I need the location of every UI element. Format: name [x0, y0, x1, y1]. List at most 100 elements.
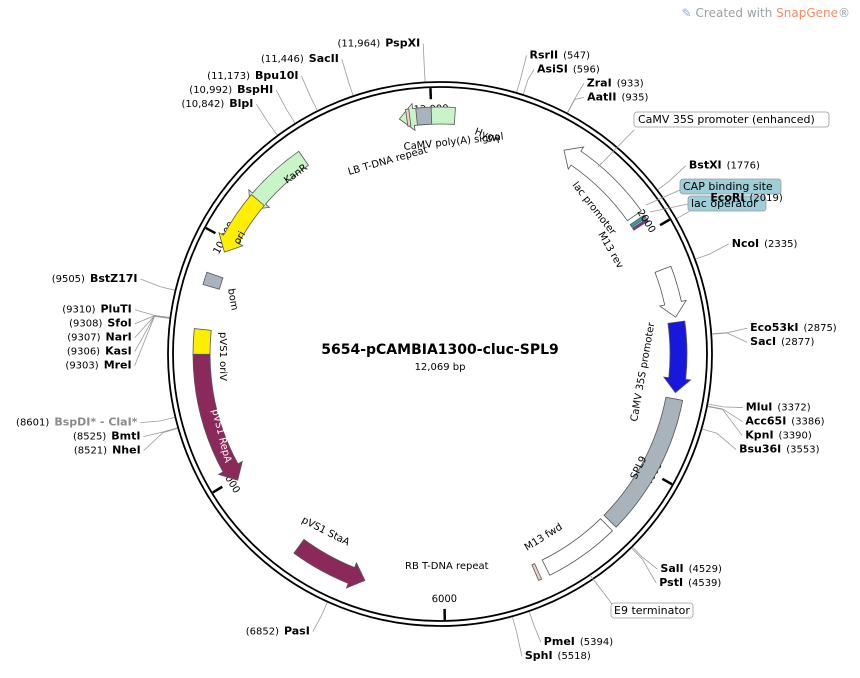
enzyme-leader-line	[134, 315, 170, 366]
enzyme-position: (9505)	[52, 274, 85, 285]
enzyme-leader-line	[134, 315, 170, 338]
map-length: 12,069 bp	[415, 362, 466, 373]
enzyme-position: (8525)	[73, 432, 106, 443]
enzyme-label[interactable]: PstI(4539)	[659, 576, 721, 589]
feature-lac-operator[interactable]	[629, 214, 647, 228]
enzyme-label[interactable]: ZraI(933)	[587, 76, 644, 89]
enzyme-position: (5518)	[558, 651, 591, 662]
enzyme-name: BlpI	[229, 97, 253, 110]
enzyme-label[interactable]: (8521) NheI	[74, 444, 141, 457]
enzyme-position: (9310)	[62, 305, 95, 316]
feature-pvs1-staa[interactable]	[293, 538, 366, 589]
enzyme-label[interactable]: Eco53kI (2875)	[750, 321, 837, 334]
enzyme-label[interactable]: SalI(4529)	[660, 562, 722, 575]
callout-lac-operator: lac operator	[649, 195, 767, 213]
enzyme-position: (9308)	[69, 319, 102, 330]
feature-bom[interactable]	[202, 271, 224, 290]
enzyme-label[interactable]: AsiSI(596)	[537, 62, 600, 75]
label-camv35s: CaMV 35S promoter	[629, 321, 657, 423]
enzyme-leader-line	[695, 243, 729, 260]
enzyme-leader-line	[134, 315, 170, 352]
tick-mark	[205, 226, 217, 235]
enzyme-leader-line	[631, 548, 657, 584]
enzyme-name: AsiSI	[537, 62, 568, 75]
feature-rb-t-dna-repeat[interactable]	[531, 563, 543, 581]
enzyme-leader-line	[422, 43, 426, 82]
enzyme-name: RsrII	[530, 48, 559, 61]
feature-ori[interactable]	[218, 193, 265, 253]
enzyme-label[interactable]: MluI(3372)	[746, 401, 811, 414]
enzyme-label[interactable]: Acc65I (3386)	[745, 415, 824, 428]
enzyme-name: Bsu36I	[739, 443, 781, 456]
enzyme-label[interactable]: (10,992)BspHI	[189, 83, 273, 96]
feature-lb-t-dna-repeat[interactable]	[405, 108, 412, 127]
enzyme-label[interactable]: (10,842)BlpI	[181, 97, 253, 110]
tick-mark	[661, 477, 673, 486]
enzyme-label[interactable]: (8601)BspDI* - ClaI*	[16, 416, 138, 429]
enzyme-label[interactable]: (11,173)Bpu10I	[207, 69, 298, 82]
feature-m13-fwd[interactable]	[541, 518, 614, 576]
label-bom: bom	[225, 288, 240, 312]
enzyme-label[interactable]: EcoRI(2019)	[710, 191, 783, 204]
enzyme-label[interactable]: (11,964)PspXI	[338, 36, 421, 49]
credit-brand: SnapGene	[776, 6, 838, 20]
feature-kanr[interactable]	[248, 150, 310, 211]
enzyme-name: BstXI	[689, 159, 722, 172]
feature-camv-poly-a-signal[interactable]	[415, 106, 433, 126]
enzyme-label[interactable]: (9306)KasI	[67, 345, 132, 358]
enzyme-label[interactable]: KpnI(3390)	[745, 429, 812, 442]
enzyme-leader-line	[522, 69, 535, 95]
enzyme-label[interactable]: NcoI(2335)	[732, 237, 798, 250]
feature-lac-promoter[interactable]	[563, 146, 642, 222]
enzyme-label[interactable]: PmeI(5394)	[544, 635, 613, 648]
enzyme-name: SalI	[660, 562, 683, 575]
label-rb: RB T-DNA repeat	[405, 561, 489, 572]
feature-cluc[interactable]	[662, 320, 692, 394]
enzyme-position: (11,446)	[261, 54, 304, 65]
enzyme-name: Acc65I	[745, 415, 786, 428]
enzyme-position: (3553)	[786, 445, 819, 456]
enzyme-label[interactable]: Bsu36I (3553)	[739, 443, 820, 456]
enzyme-name: AatII	[587, 90, 616, 103]
enzyme-name: BspHI	[237, 83, 273, 96]
enzyme-position: (3372)	[777, 403, 810, 414]
enzyme-label[interactable]: BstXI(1776)	[689, 159, 760, 172]
enzyme-name: Eco53kI	[750, 321, 798, 334]
callout-camv35s-enhanced: CaMV 35S promoter (enhanced)	[597, 111, 830, 168]
enzyme-name: KasI	[105, 345, 132, 358]
enzyme-name: PluTI	[101, 303, 132, 316]
feature-camv-35s-promoter[interactable]	[654, 265, 688, 318]
enzyme-position: (8521)	[74, 446, 107, 457]
enzyme-label[interactable]: (6852)PasI	[246, 625, 310, 638]
enzyme-label[interactable]: (9308)SfoI	[69, 317, 132, 330]
enzyme-position: (3386)	[791, 417, 824, 428]
feature-pvs1-repa[interactable]	[192, 353, 243, 481]
enzyme-position: (2875)	[803, 323, 836, 334]
enzyme-label[interactable]: (11,446)SacII	[261, 52, 339, 65]
feature-m13-rev[interactable]	[631, 218, 649, 231]
enzyme-label[interactable]: (9307)NarI	[67, 331, 131, 344]
enzyme-position: (2877)	[781, 337, 814, 348]
enzyme-label[interactable]: SphI(5518)	[525, 649, 591, 662]
enzyme-label[interactable]: (9310) PluTI	[62, 303, 132, 316]
enzyme-name: PasI	[284, 625, 310, 638]
enzyme-leader-line	[712, 327, 748, 335]
enzyme-name: NheI	[112, 444, 141, 457]
enzyme-label[interactable]: RsrII(547)	[530, 48, 591, 61]
callout-e9-terminator-text: E9 terminator	[614, 604, 690, 617]
enzyme-label[interactable]: AatII(935)	[587, 90, 648, 103]
enzyme-name: EcoRI	[710, 191, 744, 204]
feature-pvs1-oriv[interactable]	[192, 328, 212, 355]
enzyme-label[interactable]: (9505)BstZ17I	[52, 272, 138, 285]
enzyme-leader-line	[516, 55, 527, 93]
callout-cap-binding-site-text: CAP binding site	[683, 180, 773, 193]
feature-spl9[interactable]	[603, 396, 684, 528]
enzyme-label[interactable]: SacI(2877)	[750, 335, 814, 348]
tick-mark	[659, 218, 671, 227]
enzyme-label[interactable]: (8525)BmtI	[73, 430, 140, 443]
enzyme-leader-line	[707, 405, 743, 422]
enzyme-position: (933)	[617, 78, 644, 89]
enzyme-position: (9303)	[65, 361, 98, 372]
enzyme-label[interactable]: (9303)MreI	[65, 359, 131, 372]
